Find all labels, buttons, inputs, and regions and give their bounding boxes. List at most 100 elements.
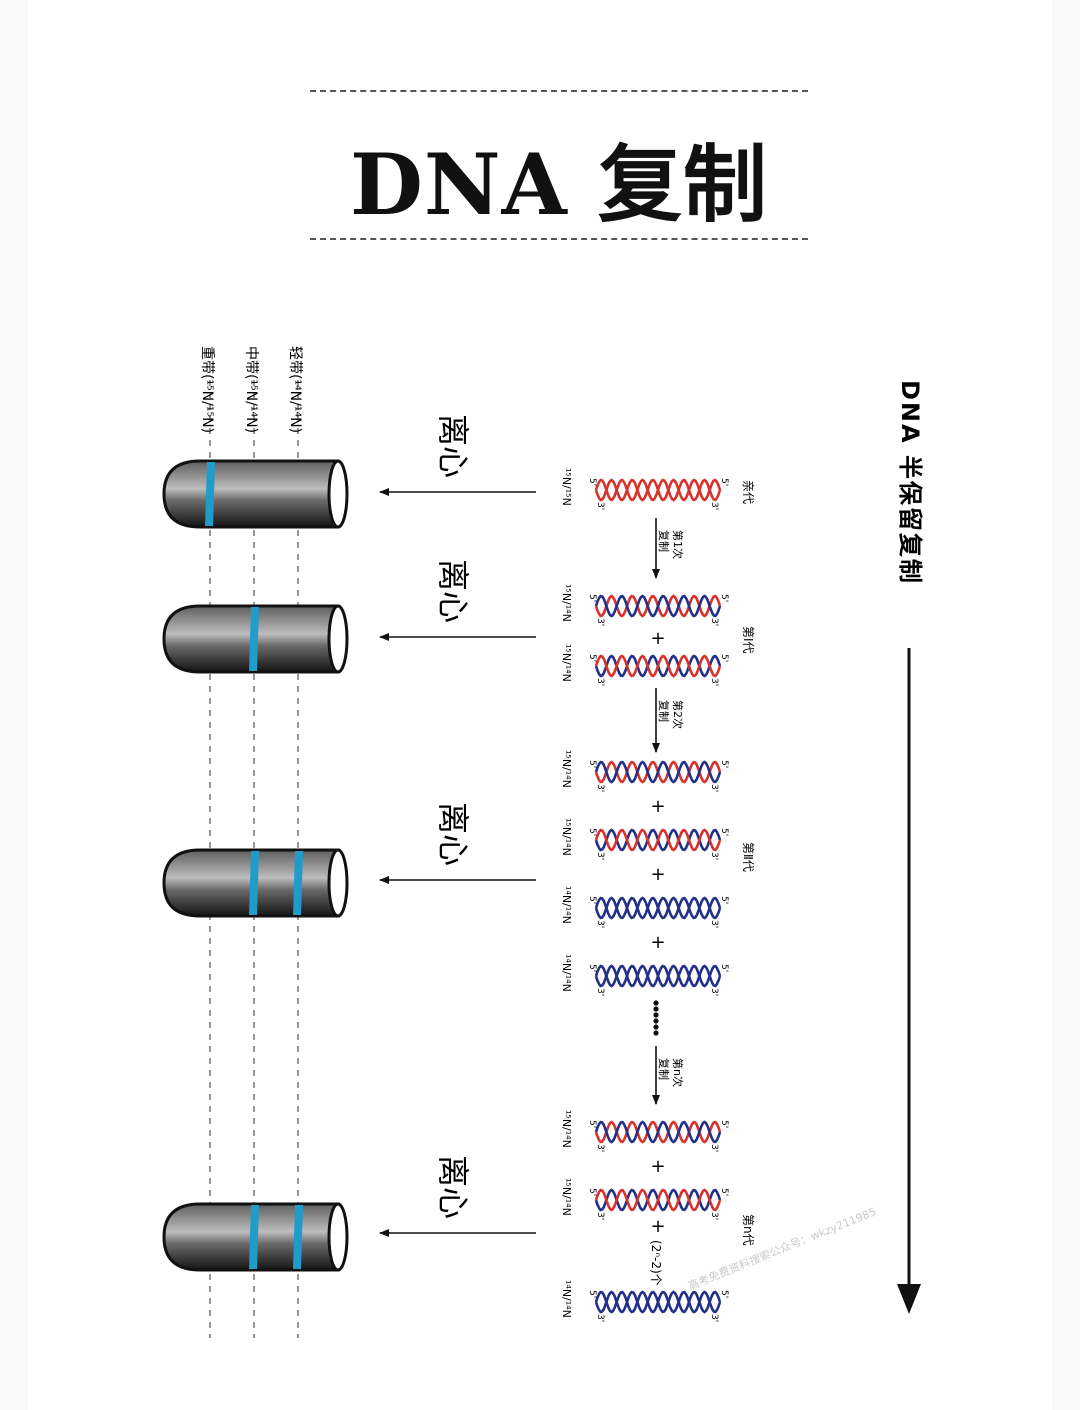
isotope-label: ¹⁵N/¹⁴N xyxy=(560,1110,573,1148)
strand-end-label: 3' xyxy=(709,618,719,626)
ellipsis-dot xyxy=(653,1030,659,1036)
strand-end-label: 5' xyxy=(719,1188,729,1196)
plus-sign: + xyxy=(650,1156,665,1177)
strand-end-label: 3' xyxy=(595,784,605,792)
strand-end-label: 3' xyxy=(595,988,605,996)
strand-end-label: 5' xyxy=(587,896,597,904)
tube-opening xyxy=(327,604,349,674)
title-bottom-divider xyxy=(310,238,808,240)
generation-label: 第Ⅰ代 xyxy=(741,626,755,654)
dna-strand xyxy=(594,1120,722,1144)
dna-strand xyxy=(594,1290,722,1314)
centrifuge-label: 离心 xyxy=(434,802,472,866)
strand-end-label: 5' xyxy=(719,896,729,904)
dna-double-helix: 5' 3' 3' 5' ¹⁴N/¹⁴N xyxy=(560,886,729,928)
strand-end-label: 3' xyxy=(709,1144,719,1152)
tube-opening xyxy=(327,459,349,529)
plus-sign: + xyxy=(650,932,665,953)
dna-band xyxy=(249,1205,259,1269)
isotope-label: ¹⁵N/¹⁴N xyxy=(560,584,573,622)
dna-strand xyxy=(594,760,722,784)
strand-end-label: 5' xyxy=(587,1120,597,1128)
strand-end-label: 5' xyxy=(719,828,729,836)
isotope-label: ¹⁵N/¹⁴N xyxy=(560,818,573,856)
replication-step-label: 第2次复制 xyxy=(657,700,685,729)
dna-strand xyxy=(594,896,722,920)
dna-double-helix: 5' 3' 3' 5' ¹⁵N/¹⁴N xyxy=(560,750,729,792)
plus-sign: + xyxy=(650,628,665,649)
light-band-label: 轻带(¹⁴N/¹⁴N) xyxy=(287,346,303,433)
replication-step-label: 第n次复制 xyxy=(657,1058,685,1087)
isotope-label: ¹⁴N/¹⁴N xyxy=(560,886,573,924)
strand-end-label: 5' xyxy=(587,828,597,836)
ellipsis-dot xyxy=(653,1000,659,1006)
dna-strand xyxy=(594,594,722,618)
dna-band xyxy=(249,607,259,671)
strand-end-label: 5' xyxy=(719,1120,729,1128)
strand-end-label: 5' xyxy=(587,1290,597,1298)
strand-end-label: 5' xyxy=(719,760,729,768)
strand-end-label: 5' xyxy=(587,478,597,486)
strand-end-label: 3' xyxy=(595,678,605,686)
page xyxy=(28,0,1052,1410)
strand-end-label: 5' xyxy=(719,594,729,602)
test-tube xyxy=(162,1202,349,1272)
plus-sign: + xyxy=(650,1216,665,1237)
strand-end-label: 3' xyxy=(595,852,605,860)
dna-double-helix: 5' 3' 3' 5' ¹⁵N/¹⁴N xyxy=(560,584,729,626)
ellipsis-dot xyxy=(653,1012,659,1018)
strand-end-label: 5' xyxy=(719,654,729,662)
strand-end-label: 5' xyxy=(719,964,729,972)
ellipsis-dot xyxy=(653,1006,659,1012)
isotope-label: ¹⁵N/¹⁴N xyxy=(560,750,573,788)
generation-label: 第Ⅱ代 xyxy=(741,842,755,872)
test-tube xyxy=(162,604,349,674)
strand-end-label: 5' xyxy=(719,1290,729,1298)
dna-double-helix: 5' 3' 3' 5' ¹⁵N/¹⁴N xyxy=(560,818,729,860)
strand-end-label: 3' xyxy=(709,1212,719,1220)
strand-end-label: 3' xyxy=(595,502,605,510)
strand-end-label: 3' xyxy=(709,920,719,928)
dna-strand xyxy=(594,828,722,852)
strand-end-label: 5' xyxy=(587,654,597,662)
strand-end-label: 3' xyxy=(595,618,605,626)
side-title: DNA 半保留复制 xyxy=(896,380,924,585)
plus-sign: + xyxy=(650,864,665,885)
heavy-band-label: 重带(¹⁵N/¹⁵N) xyxy=(199,346,215,433)
strand-end-label: 3' xyxy=(595,1314,605,1322)
dna-band xyxy=(293,1205,303,1269)
strand-end-label: 3' xyxy=(709,784,719,792)
dna-double-helix: 5'3'3'5'¹⁵N/¹⁴N xyxy=(560,644,729,686)
tube-opening xyxy=(327,1202,349,1272)
tube-opening xyxy=(327,848,349,918)
dna-double-helix: 5'3'3'5'¹⁵N/¹⁴N xyxy=(560,1110,729,1152)
isotope-label: ¹⁵N/¹⁴N xyxy=(560,644,573,682)
strand-end-label: 3' xyxy=(709,502,719,510)
centrifuge-label: 离心 xyxy=(434,559,472,623)
centrifuge-label: 离心 xyxy=(434,1155,472,1219)
dna-strand xyxy=(594,1188,722,1212)
isotope-label: ¹⁴N/¹⁴N xyxy=(560,1280,573,1318)
middle-band-label: 中带(¹⁵N/¹⁴N) xyxy=(243,346,259,433)
centrifuge-label: 离心 xyxy=(434,414,472,478)
generation-label: 亲代 xyxy=(741,480,755,504)
isotope-label: ¹⁵N/¹⁵N xyxy=(560,468,573,506)
time-arrow-head xyxy=(897,1284,921,1314)
isotope-label: ¹⁴N/¹⁴N xyxy=(560,954,573,992)
dna-strand xyxy=(594,964,722,988)
count-label: (2ⁿ-2)个 xyxy=(649,1240,663,1286)
strand-end-label: 3' xyxy=(709,852,719,860)
dna-double-helix: 5'3'3'5'¹⁵N/¹⁴N xyxy=(560,1178,729,1220)
test-tube xyxy=(162,459,349,529)
strand-end-label: 5' xyxy=(719,478,729,486)
ellipsis-dot xyxy=(653,1024,659,1030)
strand-end-label: 3' xyxy=(595,1212,605,1220)
strand-end-label: 5' xyxy=(587,760,597,768)
ellipsis-dot xyxy=(653,1018,659,1024)
strand-end-label: 3' xyxy=(595,920,605,928)
strand-end-label: 5' xyxy=(587,594,597,602)
test-tube xyxy=(162,848,349,918)
title-top-divider xyxy=(310,90,808,92)
strand-end-label: 3' xyxy=(709,988,719,996)
